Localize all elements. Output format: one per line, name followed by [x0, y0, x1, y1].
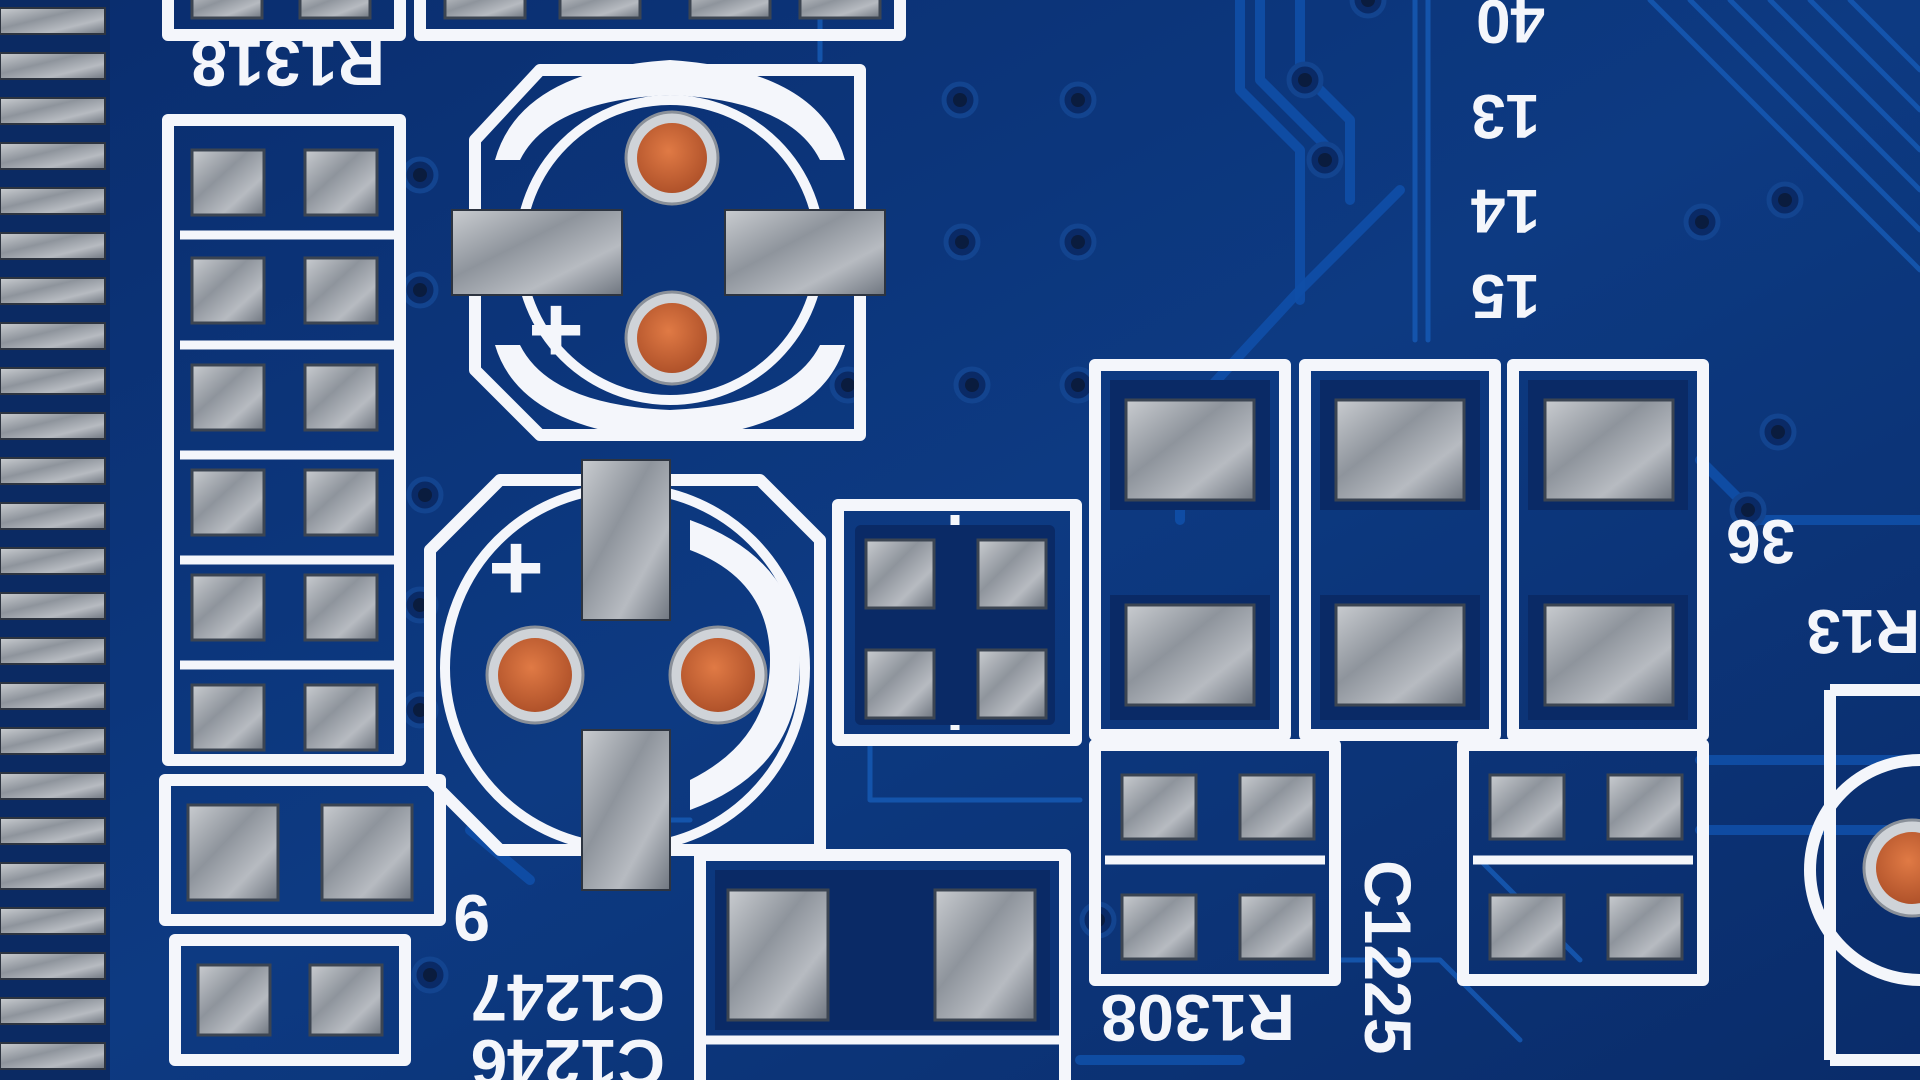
large-pad-components [1089, 359, 1709, 741]
label-c1225: C1225 [1351, 860, 1425, 1055]
label-nine: 9 [453, 881, 490, 955]
resistor-array-r1318 [162, 114, 406, 766]
via [411, 956, 449, 994]
connector-finger [0, 682, 106, 710]
bottom-center-component [694, 849, 1071, 1080]
connector-finger [0, 52, 106, 80]
label-r1308: R1308 [1101, 981, 1296, 1055]
connector-finger [0, 367, 106, 395]
connector-finger [0, 7, 106, 35]
via [1306, 141, 1344, 179]
label-pin36: 36 [1726, 506, 1795, 575]
resistor-pad [303, 363, 379, 432]
label-pin15: 15 [1471, 261, 1540, 330]
resistor-pad [303, 256, 379, 325]
electrolytic-capacitor-middle: + [424, 459, 826, 891]
top-partial-components [162, 0, 906, 41]
connector-finger [0, 277, 106, 305]
via [943, 223, 981, 261]
via [1683, 203, 1721, 241]
via [406, 476, 444, 514]
resistor-pad [190, 468, 266, 537]
resistor-pad [190, 363, 266, 432]
connector-finger [0, 952, 106, 980]
label-c1247: C1247 [471, 961, 666, 1035]
resistor-pad [303, 468, 379, 537]
connector-finger [0, 232, 106, 260]
electrolytic-capacitor-top: + [451, 60, 886, 441]
edge-connector-fingers [0, 0, 110, 1080]
right-edge-through-hole [1804, 684, 1920, 1066]
polarity-plus-top: + [528, 276, 584, 383]
silkscreen-labels: R1318 40 13 14 15 36 R13 C1225 R1308 C12… [191, 0, 1920, 1080]
via [1349, 0, 1387, 19]
via [401, 156, 439, 194]
connector-finger [0, 817, 106, 845]
via [1759, 413, 1797, 451]
resistor-pad [303, 573, 379, 642]
via [1059, 81, 1097, 119]
via [401, 271, 439, 309]
via [1729, 491, 1767, 529]
via [1766, 181, 1804, 219]
resistor-pad [190, 573, 266, 642]
connector-finger [0, 322, 106, 350]
via [1286, 61, 1324, 99]
connector-finger [0, 727, 106, 755]
label-pin14: 14 [1471, 176, 1540, 245]
connector-finger [0, 862, 106, 890]
via [1059, 223, 1097, 261]
connector-finger [0, 502, 106, 530]
connector-finger [0, 547, 106, 575]
resistor-pad [190, 683, 266, 752]
label-c1246: C1246 [471, 1026, 666, 1080]
small-capacitor-blocks [1089, 739, 1709, 986]
connector-finger [0, 412, 106, 440]
connector-finger [0, 97, 106, 125]
label-r1318: R1318 [191, 26, 386, 100]
resistor-pad [303, 148, 379, 217]
connector-finger [0, 997, 106, 1025]
bottom-left-components [159, 774, 446, 1066]
via [953, 366, 991, 404]
connector-finger [0, 457, 106, 485]
connector-finger [0, 1042, 106, 1070]
connector-finger [0, 187, 106, 215]
connector-finger [0, 772, 106, 800]
label-pin40: 40 [1476, 0, 1545, 55]
via [941, 81, 979, 119]
resistor-pad [190, 148, 266, 217]
connector-finger [0, 637, 106, 665]
label-r13: R13 [1806, 596, 1920, 665]
resistor-pad [303, 683, 379, 752]
connector-finger [0, 142, 106, 170]
quad-pad-component [832, 499, 1082, 746]
resistor-pad [190, 256, 266, 325]
connector-finger [0, 907, 106, 935]
connector-finger [0, 592, 106, 620]
polarity-plus-middle: + [488, 514, 544, 621]
label-pin13: 13 [1471, 81, 1540, 150]
